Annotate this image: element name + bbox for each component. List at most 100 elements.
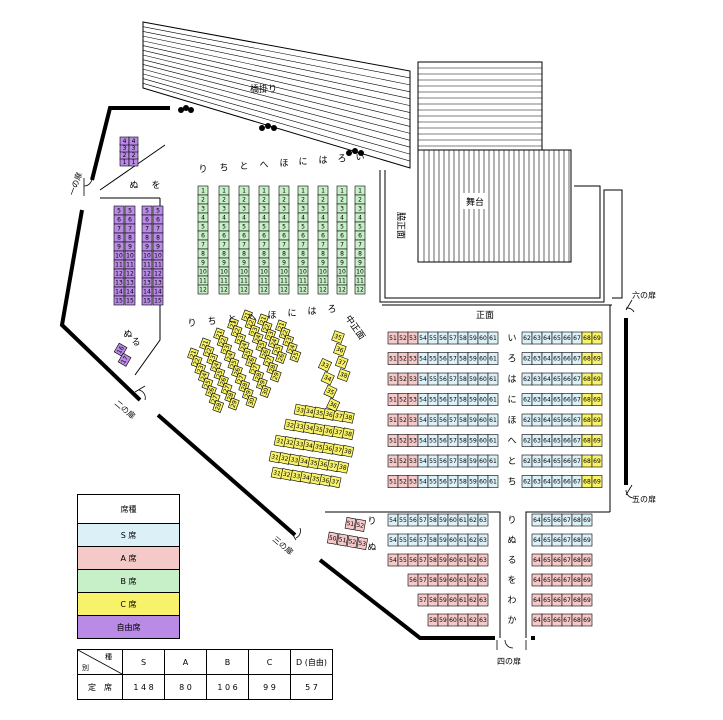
seat: 60 (477, 352, 489, 365)
svg-text:38: 38 (338, 464, 347, 472)
svg-text:15: 15 (154, 298, 162, 305)
seat: 4 (297, 212, 309, 223)
row-label: い (355, 153, 364, 163)
seat: 62 (467, 593, 479, 607)
seat: 57 (447, 413, 459, 427)
svg-text:65: 65 (543, 597, 551, 604)
seat: 69 (581, 553, 593, 567)
seat: 3 (238, 203, 250, 214)
svg-text:13: 13 (143, 280, 151, 287)
seat: 13 (152, 277, 164, 288)
seat: 64 (531, 613, 543, 627)
svg-text:8: 8 (262, 251, 266, 258)
svg-text:7: 7 (117, 226, 121, 233)
stage-label: 舞台 (466, 196, 484, 208)
seat: 8 (113, 232, 125, 243)
row-label: は (307, 306, 316, 317)
seat: 5 (278, 221, 290, 232)
svg-text:2: 2 (301, 197, 305, 204)
svg-text:10: 10 (115, 253, 123, 260)
seat: 15 (113, 295, 125, 306)
svg-text:69: 69 (593, 417, 601, 424)
svg-text:8: 8 (282, 251, 286, 258)
svg-text:3: 3 (201, 206, 205, 213)
seat: 53 (407, 434, 419, 447)
svg-text:10: 10 (260, 269, 268, 276)
svg-text:57: 57 (449, 417, 457, 424)
seat: 65 (551, 331, 563, 345)
svg-text:64: 64 (543, 417, 551, 424)
seat: 16 (113, 342, 128, 357)
svg-text:30: 30 (247, 397, 256, 407)
seat: 69 (591, 352, 603, 365)
svg-text:57: 57 (419, 557, 427, 564)
seat: 66 (561, 454, 573, 468)
seat: 10 (113, 250, 125, 261)
seat: 55 (427, 434, 439, 447)
seat: 6 (152, 214, 164, 225)
svg-text:26: 26 (247, 357, 256, 367)
svg-text:12: 12 (356, 287, 364, 294)
seat: 60 (477, 454, 489, 468)
seat: 29 (269, 369, 282, 383)
seat: 57 (447, 475, 459, 488)
seat: 60 (477, 372, 489, 386)
svg-text:59: 59 (469, 479, 477, 486)
svg-text:52: 52 (348, 538, 357, 546)
svg-text:8: 8 (201, 251, 205, 258)
svg-text:12: 12 (280, 287, 288, 294)
svg-text:26: 26 (233, 367, 242, 377)
seat: 3 (336, 203, 348, 214)
svg-text:56: 56 (439, 397, 447, 404)
svg-text:3: 3 (262, 206, 266, 213)
svg-text:2: 2 (132, 152, 136, 159)
seat: 68 (581, 413, 593, 427)
svg-text:36: 36 (335, 346, 345, 355)
svg-text:5: 5 (201, 224, 205, 231)
svg-text:28: 28 (214, 402, 223, 412)
seat: 56 (437, 434, 449, 447)
seat: 52 (354, 518, 366, 532)
seat: 61 (487, 393, 499, 406)
svg-text:24: 24 (254, 334, 263, 344)
seat: 9 (124, 241, 136, 252)
seat: 51 (387, 454, 399, 468)
stage: 舞台 (417, 149, 572, 263)
seat: 67 (561, 513, 573, 527)
svg-text:60: 60 (479, 438, 487, 445)
svg-text:67: 67 (563, 537, 571, 544)
svg-text:66: 66 (553, 577, 561, 584)
seat: 69 (591, 393, 603, 406)
seat: 11 (238, 275, 250, 286)
svg-text:4: 4 (242, 215, 246, 222)
svg-text:57: 57 (449, 376, 457, 383)
svg-text:37: 37 (331, 478, 340, 486)
svg-text:57: 57 (449, 458, 457, 465)
seat: 53 (407, 331, 419, 345)
seat: 36 (322, 424, 336, 438)
seat: 50 (326, 531, 339, 545)
seat: 60 (477, 331, 489, 345)
svg-text:29: 29 (258, 379, 267, 389)
svg-text:55: 55 (429, 376, 437, 383)
seat: 54 (417, 434, 429, 447)
svg-text:8: 8 (222, 251, 226, 258)
svg-text:60: 60 (449, 517, 457, 524)
svg-text:36: 36 (324, 427, 333, 435)
seat: 6 (218, 230, 230, 241)
seat: 69 (581, 593, 593, 607)
seat: 8 (197, 248, 209, 259)
seat: 6 (317, 230, 329, 241)
svg-text:9: 9 (358, 260, 362, 267)
seat: 58 (427, 513, 439, 527)
seat: 35 (331, 330, 345, 344)
svg-text:69: 69 (583, 617, 591, 624)
svg-text:57: 57 (449, 479, 457, 486)
svg-text:15: 15 (126, 298, 134, 305)
legend-a-seat: A 席 (78, 547, 179, 570)
svg-text:69: 69 (593, 335, 601, 342)
svg-text:51: 51 (389, 479, 397, 486)
seat: 12 (152, 268, 164, 279)
seat: 2 (238, 194, 250, 205)
seat: 14 (113, 286, 125, 297)
